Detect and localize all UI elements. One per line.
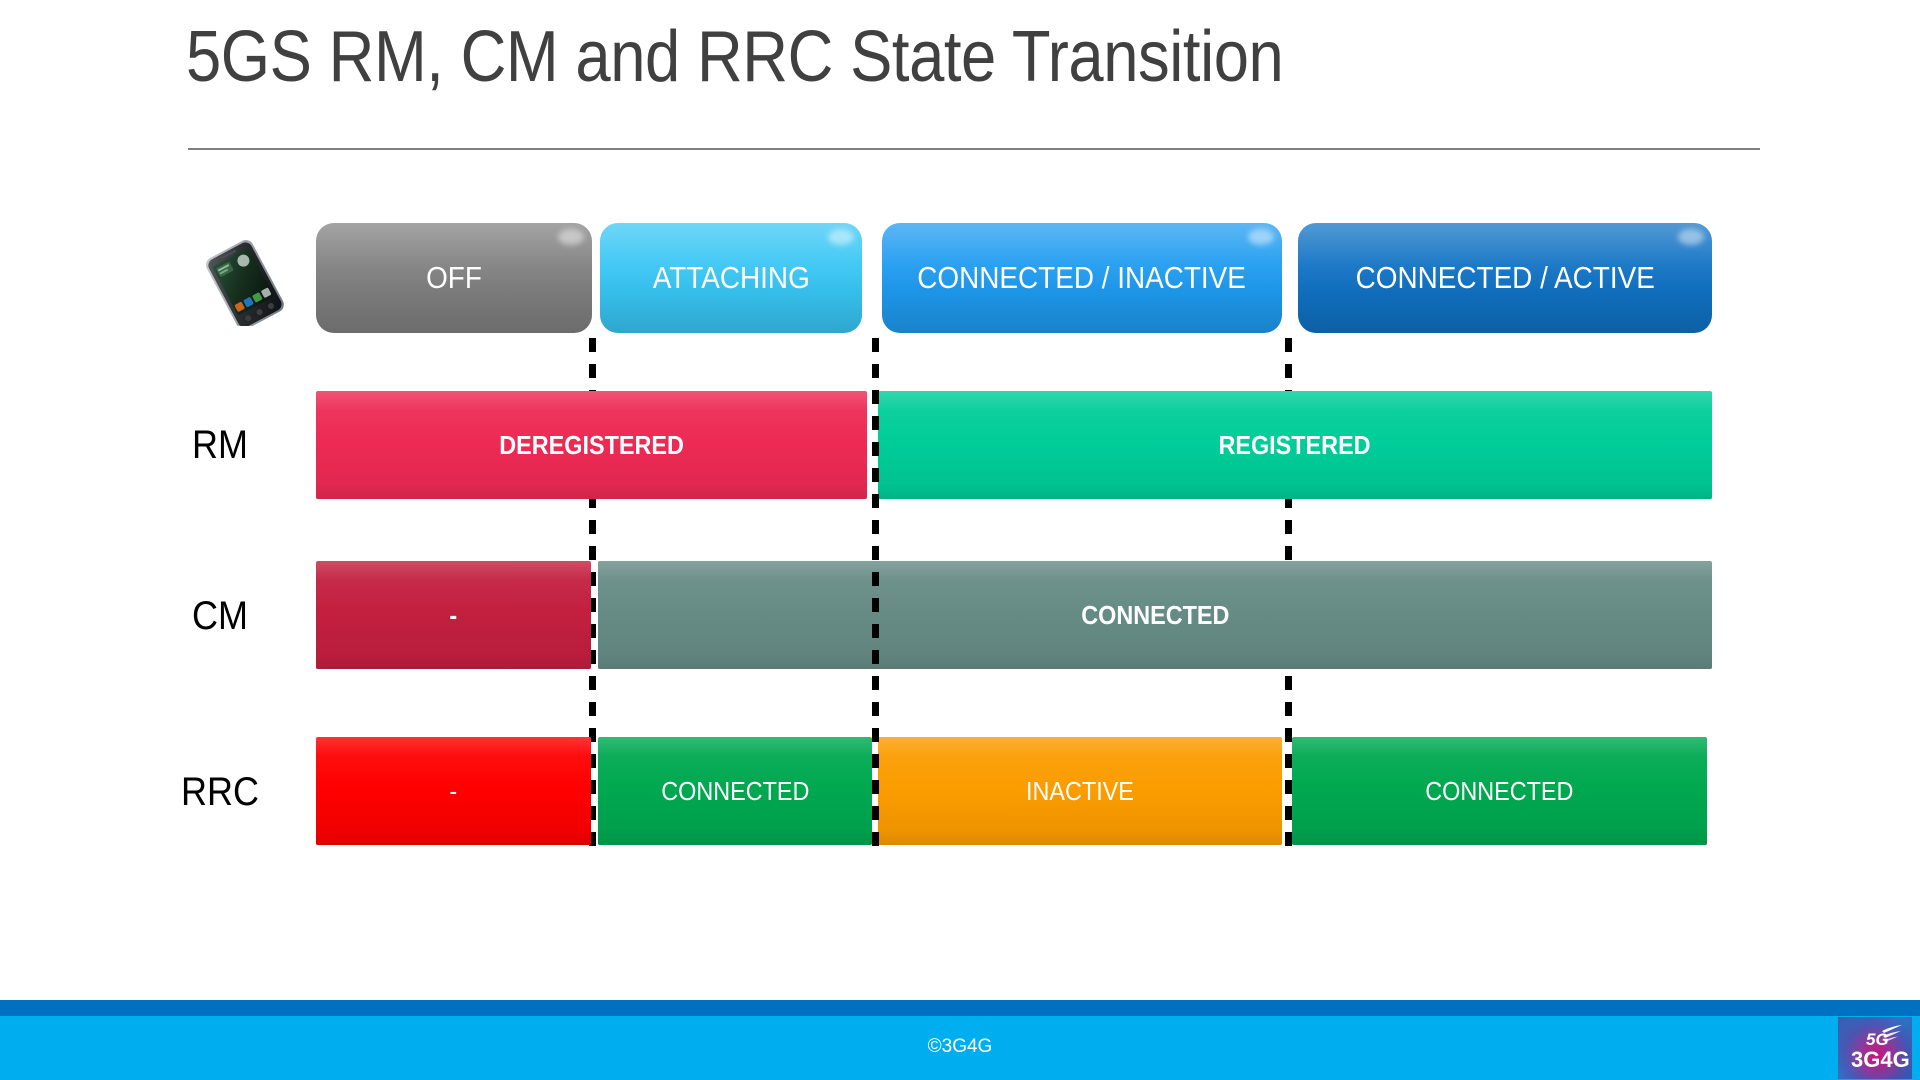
page-title: 5GS RM, CM and RRC State Transition [186,17,1284,97]
rm-segment-deregistered-label: DEREGISTERED [499,429,684,460]
rrc-segment-none-label: - [449,775,458,806]
rrc-segment-connected-1-label: CONNECTED [660,775,810,806]
rm-segment-registered-label: REGISTERED [1218,429,1372,460]
smartphone-icon [192,240,296,330]
row-label-rrc: RRC [180,770,259,814]
svg-text:3G4G: 3G4G [1851,1047,1910,1072]
rm-segment-registered[interactable]: REGISTERED [878,391,1712,499]
cm-segment-none[interactable]: - [316,561,591,669]
rm-segment-deregistered[interactable]: DEREGISTERED [316,391,867,499]
svg-text:5G: 5G [1866,1030,1889,1049]
rrc-segment-connected-1[interactable]: CONNECTED [598,737,872,845]
row-label-cm: CM [192,594,248,638]
state-pill-connected-inactive[interactable]: CONNECTED / INACTIVE [882,223,1282,333]
title-divider [188,148,1760,150]
state-pill-connected-active[interactable]: CONNECTED / ACTIVE [1298,223,1712,333]
state-pill-off[interactable]: OFF [316,223,592,333]
column-divider-2 [872,338,879,856]
state-pill-attaching-label: ATTACHING [652,260,810,295]
brand-logo-3g4g[interactable]: 5G 3G4G [1838,1017,1912,1079]
rrc-segment-none[interactable]: - [316,737,591,845]
state-pill-attaching[interactable]: ATTACHING [600,223,862,333]
rrc-segment-inactive[interactable]: INACTIVE [878,737,1282,845]
rrc-segment-connected-2-label: CONNECTED [1425,775,1574,806]
rrc-segment-inactive-label: INACTIVE [1026,775,1134,806]
cm-segment-connected[interactable]: CONNECTED [598,561,1712,669]
state-pill-off-label: OFF [426,260,482,295]
cm-segment-none-label: - [449,599,458,630]
footer-accent-strip [0,1000,1920,1016]
footer-copyright: ©3G4G [927,1036,993,1057]
rrc-segment-connected-2[interactable]: CONNECTED [1292,737,1707,845]
footer-band [0,1016,1920,1080]
column-divider-1 [589,338,596,856]
state-pill-connected-active-label: CONNECTED / ACTIVE [1355,260,1655,295]
cm-segment-connected-label: CONNECTED [1080,599,1230,630]
row-label-rm: RM [192,423,248,467]
state-pill-connected-inactive-label: CONNECTED / INACTIVE [917,260,1247,295]
